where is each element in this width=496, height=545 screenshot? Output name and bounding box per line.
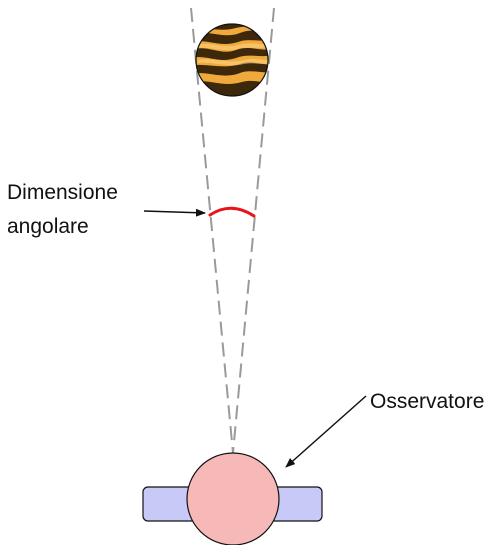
observer-label: Osservatore	[370, 390, 484, 413]
right-sight-line	[232, 7, 275, 454]
angular-size-pointer-arrow	[143, 208, 206, 217]
observer-icon	[142, 452, 323, 545]
angular-size-label-line2: angolare	[7, 215, 89, 238]
observer-pointer-arrow	[285, 395, 367, 468]
left-sight-line	[190, 7, 234, 454]
angular-size-label-line1: Dimensione	[7, 181, 118, 204]
observer-head	[186, 452, 280, 545]
angular-size-arc	[208, 206, 256, 218]
planet-icon	[195, 23, 269, 97]
